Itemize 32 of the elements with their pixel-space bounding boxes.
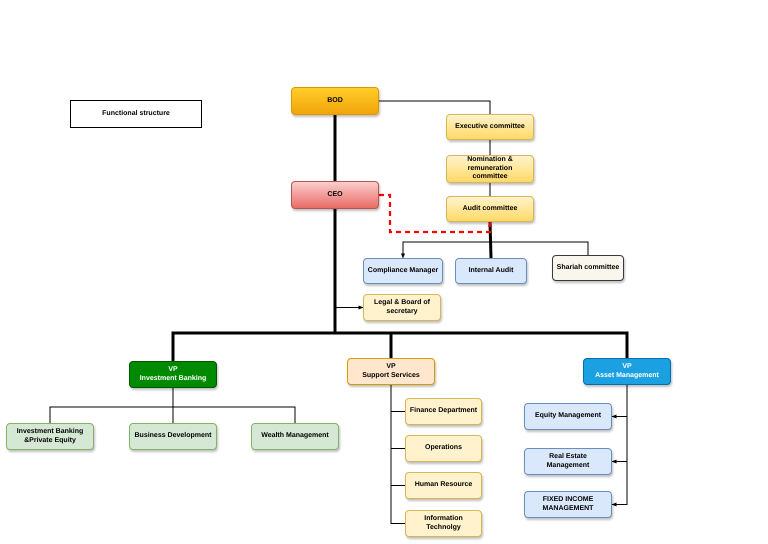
org-box	[291, 87, 379, 115]
connector-line	[488, 222, 492, 258]
committee-box	[446, 114, 534, 140]
department-box	[405, 472, 482, 499]
department-box	[6, 423, 94, 450]
department-box	[524, 403, 612, 430]
title-box	[70, 100, 202, 128]
connector-line	[390, 384, 406, 524]
department-box	[405, 510, 482, 537]
vp-box	[129, 361, 217, 388]
connector-line	[378, 100, 490, 114]
vp-box	[583, 358, 671, 385]
department-box	[129, 423, 217, 450]
committee-box	[446, 196, 534, 222]
org-box	[291, 181, 379, 209]
vp-box	[347, 358, 435, 385]
department-box	[405, 435, 482, 462]
org-box	[363, 294, 441, 321]
department-box	[405, 398, 482, 425]
department-box	[524, 491, 612, 518]
dashed-connector	[379, 194, 492, 234]
org-box	[455, 258, 527, 284]
connector-line	[488, 222, 588, 256]
committee-box	[552, 255, 624, 281]
connector-line	[334, 209, 628, 358]
connector-line	[334, 115, 336, 181]
committee-box	[446, 155, 534, 183]
department-box	[251, 423, 339, 450]
connector-line	[172, 388, 296, 424]
connector-line	[612, 384, 628, 506]
department-box	[524, 448, 612, 475]
org-box	[363, 258, 443, 284]
